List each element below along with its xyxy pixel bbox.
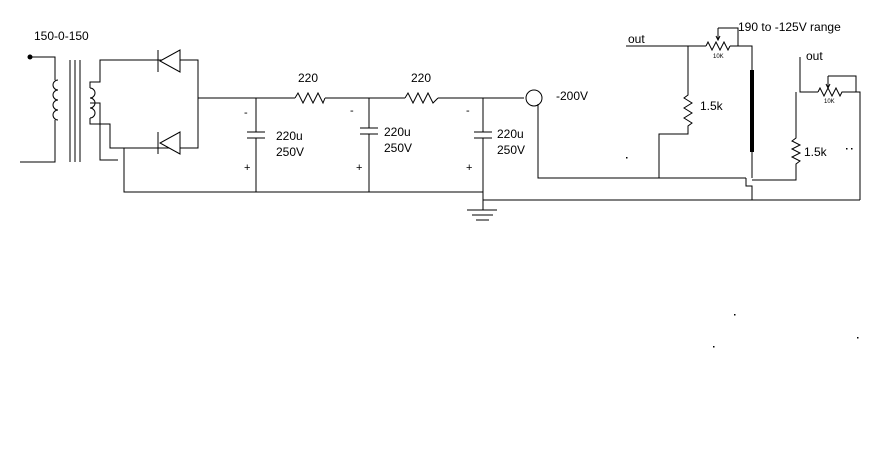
capacitor-3-plus: + — [466, 162, 472, 174]
capacitor-1-value: 220u — [276, 129, 303, 143]
divider-2-resistor — [752, 92, 802, 181]
divider-2: out 10K 1.5k — [752, 49, 861, 200]
divider-2-pot-label: 10K — [824, 99, 835, 105]
filter-capacitor-1 — [247, 98, 265, 192]
capacitor-3-value: 220u — [497, 127, 524, 141]
output-terminal-circle — [525, 89, 543, 107]
diode-bottom — [157, 131, 181, 155]
capacitor-2-voltage: 250V — [384, 141, 412, 155]
capacitor-2-minus: - — [350, 105, 354, 117]
capacitor-2-plus: + — [356, 162, 362, 174]
divider-2-pot — [817, 86, 861, 200]
divider-1-wiper-link — [718, 27, 739, 46]
center-tap-lead — [90, 102, 118, 161]
diode-top — [157, 49, 181, 73]
secondary-top-lead — [89, 59, 199, 100]
divider-1-pot-lead — [730, 45, 753, 70]
divider-1-pot-wiper — [715, 28, 721, 42]
transformer: 150-0-150 — [20, 29, 199, 163]
primary-leads — [20, 56, 56, 163]
ground-return-line — [123, 148, 483, 193]
divider-1-pot-label: 10K — [713, 54, 724, 60]
transformer-core — [69, 60, 81, 162]
transformer-label: 150-0-150 — [34, 29, 89, 43]
divider-1: out 10K 190 to -125V range 1.5k — [626, 20, 841, 200]
capacitor-3-voltage: 250V — [497, 143, 525, 157]
divider-2-out-label: out — [806, 49, 823, 63]
capacitor-3-minus: - — [466, 105, 470, 117]
divider-1-resistor — [658, 46, 693, 178]
capacitor-1-plus: + — [244, 162, 250, 174]
secondary-bottom-lead — [89, 100, 199, 149]
series-resistor-1-label: 220 — [298, 71, 318, 85]
filter-capacitor-3 — [474, 98, 492, 210]
series-resistor-2 — [404, 91, 439, 105]
divider-feed-line — [537, 104, 746, 179]
ground-symbol — [467, 209, 497, 221]
divider-1-out-label: out — [628, 32, 645, 46]
capacitor-1-voltage: 250V — [276, 145, 304, 159]
series-resistor-1 — [294, 91, 326, 105]
primary-coil — [52, 79, 59, 121]
series-resistor-2-label: 220 — [411, 71, 431, 85]
divider-1-pot — [705, 40, 731, 52]
output-terminal-label: -200V — [556, 89, 588, 103]
capacitor-2-value: 220u — [384, 125, 411, 139]
range-note: 190 to -125V range — [738, 20, 841, 34]
capacitor-1-minus: - — [244, 107, 248, 119]
divider-2-out-line — [799, 57, 818, 93]
stray-dots — [626, 148, 859, 348]
divider-1-resistor-label: 1.5k — [700, 99, 724, 113]
rectifier — [157, 49, 181, 155]
filter-capacitor-2 — [360, 98, 378, 192]
divider-2-resistor-label: 1.5k — [804, 145, 828, 159]
divider-1-return — [745, 152, 753, 200]
divider-2-pot-wiper — [825, 75, 857, 92]
